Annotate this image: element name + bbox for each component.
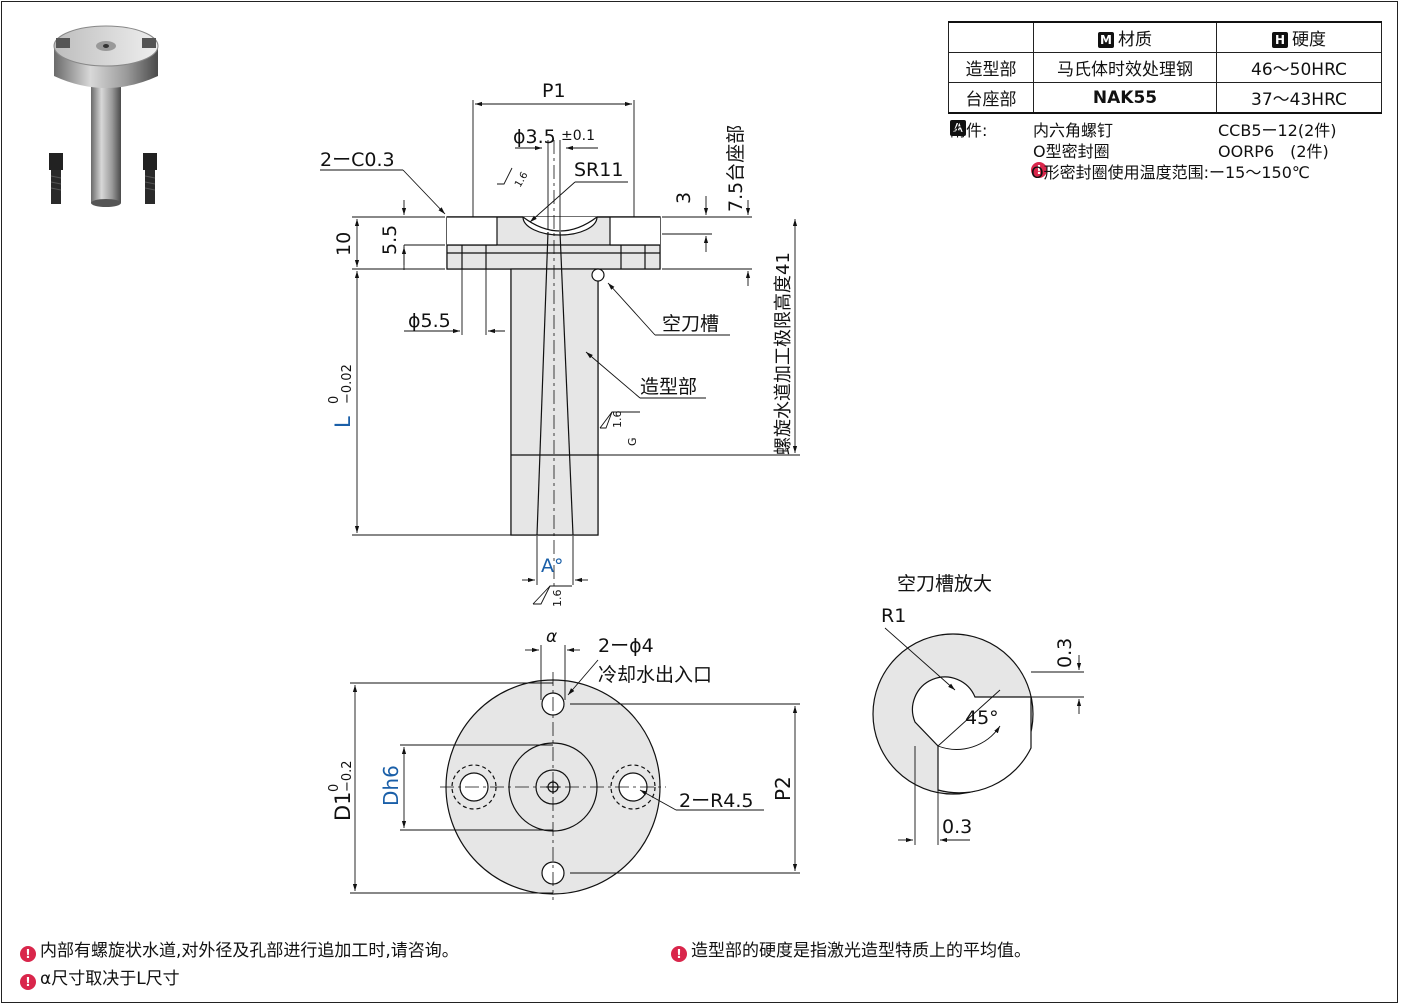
dim-Dh6: Dh6 bbox=[379, 765, 403, 806]
dim-P2: P2 bbox=[771, 776, 795, 801]
note-alpha: !α尺寸取决于L尺寸 bbox=[20, 964, 180, 990]
temp-note: O形密封圈使用温度范围:ー15～150℃ bbox=[1031, 163, 1310, 182]
dim-phi55: ϕ5.5 bbox=[408, 310, 451, 332]
detail-03-bottom: 0.3 bbox=[942, 816, 972, 838]
roughness-value: 1.6 bbox=[513, 170, 530, 189]
dim-A-deg: A° bbox=[541, 555, 564, 577]
roughness-value: 1.6 bbox=[551, 590, 564, 608]
spec-row: 造型部 马氏体时效处理钢 46～50HRC bbox=[948, 52, 1382, 83]
spec-part-cell: 造型部 bbox=[948, 52, 1034, 83]
note-internal-channel: !内部有螺旋状水道,对外径及孔部进行追加工时,请咨询。 bbox=[20, 936, 459, 962]
accessory-name: O型密封圈 bbox=[1033, 142, 1110, 161]
dim-L-tol-up: 0 bbox=[327, 396, 342, 404]
groove-label: 空刀槽 bbox=[662, 313, 719, 335]
groove-detail bbox=[872, 633, 1034, 795]
side-view bbox=[446, 140, 661, 590]
detail-45deg: 45° bbox=[965, 707, 999, 729]
dim-c03: 2ーC0.3 bbox=[320, 149, 395, 171]
dim-holes: 2ーϕ4 bbox=[598, 635, 654, 657]
dim-75: 7.5台座部 bbox=[725, 125, 747, 212]
note-internal-channel-text: 内部有螺旋状水道,对外径及孔部进行追加工时,请咨询。 bbox=[40, 941, 459, 961]
spec-header-material-label: 材质 bbox=[1118, 30, 1152, 50]
spiral-limit-label: 螺旋水道加工极限高度41 bbox=[773, 252, 794, 455]
spec-part-cell: 台座部 bbox=[948, 82, 1034, 114]
coolant-label: 冷却水出入口 bbox=[598, 664, 712, 686]
mold-part-label: 造型部 bbox=[640, 376, 697, 398]
spec-header-hardness-label: 硬度 bbox=[1292, 30, 1326, 50]
dim-phi35: ϕ3.5 bbox=[513, 126, 556, 148]
warning-icon: ! bbox=[671, 946, 687, 962]
spec-hardness-cell: 46～50HRC bbox=[1216, 52, 1382, 83]
dim-L-tol-low: −0.02 bbox=[340, 364, 355, 404]
dim-10: 10 bbox=[333, 232, 355, 256]
accessory-label: 附件: bbox=[950, 121, 988, 140]
warning-icon: ! bbox=[1031, 162, 1047, 178]
accessory-badge-icon: A bbox=[950, 120, 966, 136]
accessory-code: CCB5ー12(2件) bbox=[1218, 121, 1337, 140]
dim-D1-tol-up: 0 bbox=[327, 784, 342, 792]
dim-tol01: ±0.1 bbox=[561, 128, 595, 144]
spec-header-blank bbox=[948, 21, 1034, 53]
spec-material-cell: 马氏体时效处理钢 bbox=[1033, 52, 1217, 83]
dim-3: 3 bbox=[673, 192, 695, 204]
roughness-g: G bbox=[626, 437, 639, 446]
dim-D1-tol-low: −0.2 bbox=[340, 760, 355, 792]
dim-r45: 2ーR4.5 bbox=[679, 790, 754, 812]
note-hardness-text: 造型部的硬度是指激光造型特质上的平均值。 bbox=[691, 941, 1031, 961]
dim-D1: D1 bbox=[331, 791, 355, 821]
dim-p1: P1 bbox=[542, 80, 566, 102]
dim-alpha: α bbox=[546, 627, 557, 647]
top-view bbox=[440, 672, 666, 900]
detail-r1: R1 bbox=[881, 605, 906, 627]
spec-hardness-cell: 37～43HRC bbox=[1216, 82, 1382, 114]
dim-sr11: SR11 bbox=[574, 159, 623, 181]
note-hardness: !造型部的硬度是指激光造型特质上的平均值。 bbox=[671, 936, 1031, 962]
warning-icon: ! bbox=[20, 946, 36, 962]
material-badge-icon: M bbox=[1098, 32, 1114, 48]
product-photo bbox=[49, 25, 159, 207]
detail-title: 空刀槽放大 bbox=[897, 573, 992, 595]
hardness-badge-icon: H bbox=[1272, 32, 1288, 48]
roughness-value: 1.6 bbox=[611, 411, 624, 429]
accessory-code: OORP6 (2件) bbox=[1218, 142, 1329, 161]
spec-material-cell: NAK55 bbox=[1033, 82, 1217, 114]
spec-row: 台座部 NAK55 37～43HRC bbox=[948, 82, 1382, 114]
detail-03-top: 0.3 bbox=[1054, 638, 1076, 668]
note-alpha-text: α尺寸取决于L尺寸 bbox=[40, 969, 180, 989]
warning-icon: ! bbox=[20, 974, 36, 990]
dim-55: 5.5 bbox=[379, 225, 401, 255]
dim-L: L bbox=[331, 416, 355, 428]
accessory-name: 内六角螺钉 bbox=[1033, 121, 1114, 140]
